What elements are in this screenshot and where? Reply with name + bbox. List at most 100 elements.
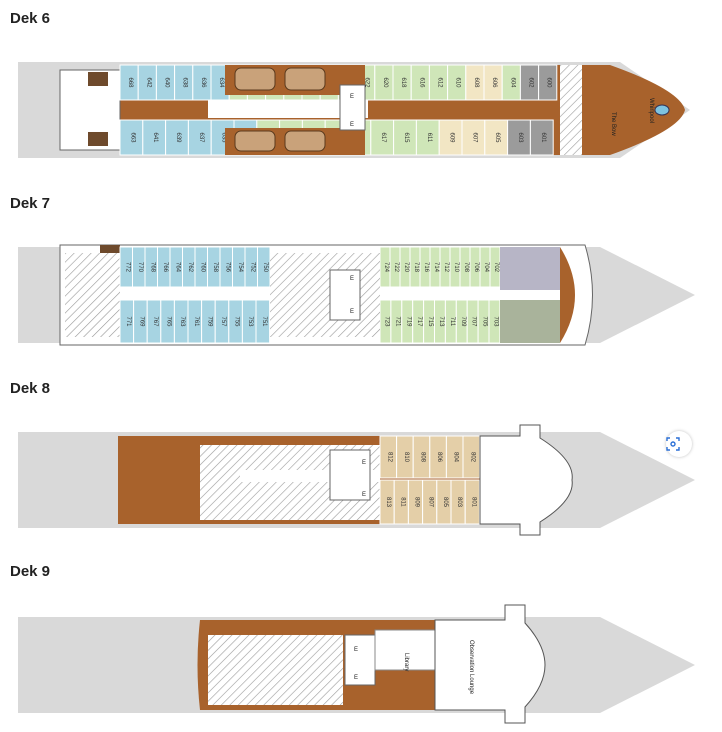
zoom-icon bbox=[666, 437, 680, 451]
observation-lounge bbox=[434, 604, 546, 724]
cabin-number: 603 bbox=[517, 132, 523, 143]
cabin-number: 768 bbox=[149, 262, 155, 273]
aft-stair-7 bbox=[100, 245, 120, 253]
cabin-number: 719 bbox=[405, 316, 411, 327]
cabin-number: 765 bbox=[166, 316, 172, 327]
cabin-number: 771 bbox=[125, 316, 131, 327]
cabin-number: 612 bbox=[437, 77, 443, 88]
cabin-number: 617 bbox=[380, 132, 386, 143]
cabin-number: 758 bbox=[212, 262, 218, 273]
cabin-number: 806 bbox=[436, 452, 442, 463]
cabin-number: 804 bbox=[453, 452, 459, 463]
cabin-number: 668 bbox=[127, 77, 133, 88]
bow-label: The Bow bbox=[610, 112, 616, 136]
cabin-number: 767 bbox=[152, 316, 158, 327]
cabin-number: 608 bbox=[473, 77, 479, 88]
cabin-number: 639 bbox=[175, 132, 181, 143]
cabin-number: 704 bbox=[483, 262, 489, 273]
cabin-number: 663 bbox=[129, 132, 135, 143]
cabin-601[interactable] bbox=[529, 119, 554, 156]
deck-9-plan: E E Library Observation Lounge bbox=[18, 604, 695, 724]
cabin-number: 609 bbox=[449, 132, 455, 143]
cabin-number: 766 bbox=[162, 262, 168, 273]
stairs-aft-top bbox=[88, 72, 108, 86]
tender-boat-4 bbox=[284, 130, 326, 152]
cabin-number: 756 bbox=[224, 262, 230, 273]
cabin-number: 802 bbox=[469, 452, 475, 463]
cabin-number: 618 bbox=[400, 77, 406, 88]
cabin-number: 637 bbox=[198, 132, 204, 143]
cabin-number: 716 bbox=[423, 262, 429, 273]
cabin-number: 759 bbox=[206, 316, 212, 327]
zoom-button[interactable] bbox=[666, 431, 692, 457]
sun-deck-9-hatched bbox=[208, 635, 343, 705]
cabin-number: 809 bbox=[414, 497, 420, 508]
cabin-number: 770 bbox=[137, 262, 143, 273]
cabin-number: 604 bbox=[509, 77, 515, 88]
cabin-number: 605 bbox=[494, 132, 500, 143]
cabin-number: 635 bbox=[221, 132, 227, 143]
cabin-number: 750 bbox=[262, 262, 268, 273]
elevator-label-7a: E bbox=[350, 276, 354, 282]
stairs-aft-bottom bbox=[88, 132, 108, 146]
cabin-number: 724 bbox=[383, 262, 389, 273]
cabin-number: 722 bbox=[393, 262, 399, 273]
tender-boat-1 bbox=[234, 67, 276, 91]
owners-suite-700 bbox=[500, 247, 560, 290]
cabin-number: 808 bbox=[420, 452, 426, 463]
cabin-number: 801 bbox=[470, 497, 476, 508]
cabin-number: 712 bbox=[443, 262, 449, 273]
cabin-number: 714 bbox=[433, 262, 439, 273]
cabin-751[interactable] bbox=[255, 299, 271, 344]
cabin-number: 708 bbox=[463, 262, 469, 273]
cabin-number: 713 bbox=[438, 316, 444, 327]
whirlpool bbox=[654, 104, 670, 116]
mid-hatched-7 bbox=[270, 253, 380, 337]
library bbox=[374, 629, 436, 671]
cabin-703[interactable] bbox=[488, 299, 501, 344]
cabin-number: 606 bbox=[491, 77, 497, 88]
deck-9-title: Dek 9 bbox=[10, 563, 51, 580]
bow-hatched bbox=[560, 65, 582, 155]
cabin-number: 615 bbox=[403, 132, 409, 143]
whirlpool-label: Whirlpool bbox=[648, 98, 654, 123]
bridge-8 bbox=[479, 424, 573, 536]
cabin-number: 751 bbox=[261, 316, 267, 327]
cabin-number: 810 bbox=[403, 452, 409, 463]
cabin-number: 761 bbox=[193, 316, 199, 327]
deck-6-plan: 6686426406386366346326306326306286266246… bbox=[18, 62, 690, 158]
cabin-number: 760 bbox=[199, 262, 205, 273]
cabin-number: 752 bbox=[249, 262, 255, 273]
cabin-801[interactable] bbox=[464, 479, 480, 525]
elevator-label-8a: E bbox=[362, 460, 366, 466]
elevator-block-8 bbox=[329, 449, 371, 501]
bow-wood-7 bbox=[560, 247, 575, 343]
elevator-block-9 bbox=[344, 634, 376, 686]
cabin-number: 812 bbox=[386, 452, 392, 463]
elevator-label-8b: E bbox=[362, 492, 366, 498]
elevator-block-6 bbox=[339, 84, 366, 131]
elevator-label-7b: E bbox=[350, 309, 354, 315]
cabin-number: 718 bbox=[413, 262, 419, 273]
cabin-number: 705 bbox=[482, 316, 488, 327]
cabin-600[interactable] bbox=[538, 64, 558, 101]
cabin-number: 764 bbox=[174, 262, 180, 273]
cabin-number: 601 bbox=[540, 132, 546, 143]
cabin-number: 622 bbox=[364, 77, 370, 88]
cabin-number: 762 bbox=[187, 262, 193, 273]
elevator-label-9b: E bbox=[354, 675, 358, 681]
tender-boat-3 bbox=[234, 130, 276, 152]
cabin-number: 616 bbox=[418, 77, 424, 88]
cabin-number: 634 bbox=[218, 77, 224, 88]
deck-8-title: Dek 8 bbox=[10, 380, 51, 397]
cabin-number: 640 bbox=[164, 77, 170, 88]
elevator-label-6a: E bbox=[350, 94, 354, 100]
cabin-number: 636 bbox=[200, 77, 206, 88]
cabin-number: 607 bbox=[471, 132, 477, 143]
cabin-number: 807 bbox=[428, 497, 434, 508]
cabin-number: 717 bbox=[416, 316, 422, 327]
elevator-block-7 bbox=[329, 269, 361, 321]
observation-lounge-label: Observation Lounge bbox=[468, 640, 474, 695]
cabin-number: 638 bbox=[182, 77, 188, 88]
